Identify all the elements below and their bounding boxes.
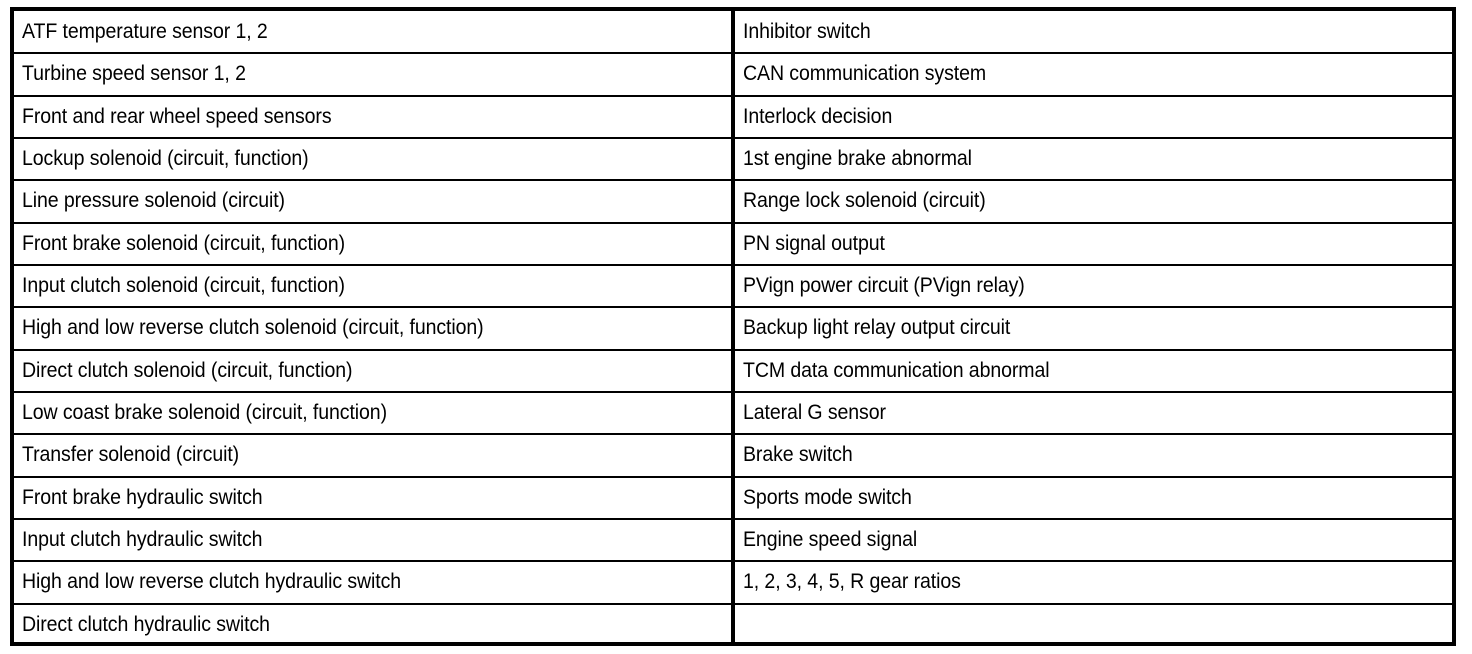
table-row: Input clutch solenoid (circuit, function… (14, 263, 1452, 308)
table-cell-right-empty (731, 602, 1452, 646)
cell-text: Engine speed signal (743, 528, 918, 552)
cell-text: Brake switch (743, 443, 853, 467)
cell-text: Low coast brake solenoid (circuit, funct… (22, 401, 387, 425)
cell-text: Input clutch solenoid (circuit, function… (22, 274, 345, 298)
table-row: ATF temperature sensor 1, 2 Inhibitor sw… (14, 11, 1452, 54)
table-cell-left: ATF temperature sensor 1, 2 (14, 11, 733, 53)
cell-text: Direct clutch hydraulic switch (22, 613, 270, 637)
cell-text: Lockup solenoid (circuit, function) (22, 147, 309, 171)
cell-text: TCM data communication abnormal (743, 358, 1050, 382)
table-row: Lockup solenoid (circuit, function) 1st … (14, 136, 1452, 181)
table-body: ATF temperature sensor 1, 2 Inhibitor sw… (14, 11, 1452, 646)
table-cell-left: Line pressure solenoid (circuit) (14, 179, 733, 223)
cell-text: 1st engine brake abnormal (743, 147, 972, 171)
cell-text: Sports mode switch (743, 485, 912, 509)
cell-text: Front and rear wheel speed sensors (22, 104, 332, 128)
table-cell-left: Lockup solenoid (circuit, function) (14, 136, 733, 181)
table-row: Low coast brake solenoid (circuit, funct… (14, 390, 1452, 435)
cell-text: Inhibitor switch (743, 19, 871, 43)
table-cell-right: Engine speed signal (731, 517, 1452, 562)
table-cell-right: Range lock solenoid (circuit) (731, 179, 1452, 223)
table-cell-right: Brake switch (731, 433, 1452, 477)
table-cell-left: Front brake hydraulic switch (14, 475, 733, 519)
cell-text: Transfer solenoid (circuit) (22, 443, 240, 467)
cell-text: Front brake solenoid (circuit, function) (22, 231, 346, 255)
table-row: Transfer solenoid (circuit) Brake switch (14, 433, 1452, 477)
table-row: Direct clutch solenoid (circuit, functio… (14, 348, 1452, 392)
reference-table-frame: ATF temperature sensor 1, 2 Inhibitor sw… (10, 7, 1456, 646)
table-cell-right: PN signal output (731, 221, 1452, 265)
table-cell-right: 1st engine brake abnormal (731, 136, 1452, 181)
table-cell-right: Inhibitor switch (731, 11, 1452, 54)
cell-text: Interlock decision (743, 104, 893, 128)
cell-text: ATF temperature sensor 1, 2 (22, 19, 268, 43)
table-row: High and low reverse clutch hydraulic sw… (14, 560, 1452, 604)
cell-text: CAN communication system (743, 62, 987, 86)
table-cell-right: CAN communication system (731, 52, 1452, 96)
reference-table: ATF temperature sensor 1, 2 Inhibitor sw… (14, 11, 1452, 646)
table-cell-left: Input clutch hydraulic switch (14, 517, 733, 562)
table-cell-left: Low coast brake solenoid (circuit, funct… (14, 390, 733, 435)
table-cell-right: Sports mode switch (731, 475, 1452, 519)
table-cell-left: High and low reverse clutch solenoid (ci… (14, 306, 733, 350)
table-cell-left: Transfer solenoid (circuit) (14, 433, 733, 477)
table-cell-right: Interlock decision (731, 94, 1452, 138)
cell-text: 1, 2, 3, 4, 5, R gear ratios (743, 570, 961, 594)
cell-text: Turbine speed sensor 1, 2 (22, 62, 246, 86)
table-cell-right: Lateral G sensor (731, 390, 1452, 435)
table-cell-left: Input clutch solenoid (circuit, function… (14, 263, 733, 308)
table-row: High and low reverse clutch solenoid (ci… (14, 306, 1452, 350)
cell-text: Line pressure solenoid (circuit) (22, 189, 285, 213)
table-row: Direct clutch hydraulic switch (14, 602, 1452, 646)
table-cell-left: Direct clutch solenoid (circuit, functio… (14, 348, 733, 392)
table-cell-right: TCM data communication abnormal (731, 348, 1452, 392)
table-row: Line pressure solenoid (circuit) Range l… (14, 179, 1452, 223)
table-cell-left: Front brake solenoid (circuit, function) (14, 221, 733, 265)
table-row: Front brake solenoid (circuit, function)… (14, 221, 1452, 265)
cell-text: PN signal output (743, 231, 885, 255)
table-cell-right: PVign power circuit (PVign relay) (731, 263, 1452, 308)
cell-text: Backup light relay output circuit (743, 316, 1011, 340)
cell-text: Lateral G sensor (743, 401, 886, 425)
cell-text: PVign power circuit (PVign relay) (743, 274, 1025, 298)
table-cell-left: Turbine speed sensor 1, 2 (14, 52, 733, 96)
table-row: Input clutch hydraulic switch Engine spe… (14, 517, 1452, 562)
cell-text: Direct clutch solenoid (circuit, functio… (22, 358, 353, 382)
table-cell-left: Front and rear wheel speed sensors (14, 94, 733, 138)
table-row: Front brake hydraulic switch Sports mode… (14, 475, 1452, 519)
table-cell-left: Direct clutch hydraulic switch (14, 602, 733, 646)
table-cell-right: Backup light relay output circuit (731, 306, 1452, 350)
table-cell-left: High and low reverse clutch hydraulic sw… (14, 560, 733, 604)
cell-text: Range lock solenoid (circuit) (743, 189, 986, 213)
table-row: Turbine speed sensor 1, 2 CAN communicat… (14, 52, 1452, 96)
table-row: Front and rear wheel speed sensors Inter… (14, 94, 1452, 138)
cell-text: Front brake hydraulic switch (22, 485, 263, 509)
cell-text: High and low reverse clutch hydraulic sw… (22, 570, 402, 594)
cell-text: High and low reverse clutch solenoid (ci… (22, 316, 484, 340)
cell-text: Input clutch hydraulic switch (22, 528, 263, 552)
table-cell-right: 1, 2, 3, 4, 5, R gear ratios (731, 560, 1452, 604)
